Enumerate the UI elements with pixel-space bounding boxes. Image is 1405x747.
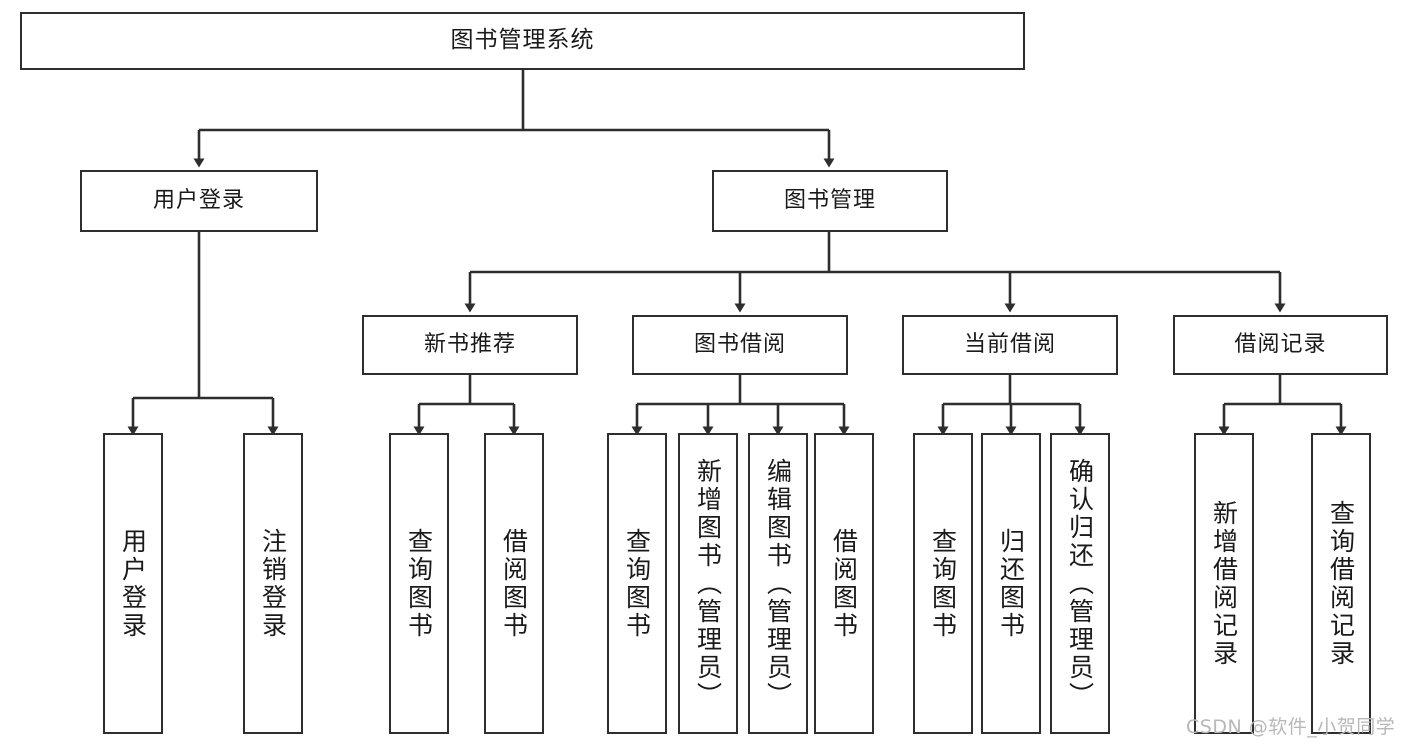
node-current-borrow-label: 当前借阅 (963, 332, 1056, 358)
node-book-manage-label: 图书管理 (783, 188, 876, 214)
node-borrow-record-label: 借阅记录 (1234, 332, 1327, 358)
leaf-confirm-return-label: 确认归还（管理员） (1065, 457, 1095, 710)
leaf-add-record[interactable]: 新增借阅记录 (1194, 433, 1254, 734)
leaf-user-logout[interactable]: 注销登录 (243, 433, 303, 734)
leaf-query-book-1[interactable]: 查询图书 (389, 433, 449, 734)
node-user-login-label: 用户登录 (152, 188, 245, 214)
leaf-user-logout-label: 注销登录 (258, 527, 288, 640)
node-book-borrow[interactable]: 图书借阅 (632, 315, 848, 375)
leaf-add-record-label: 新增借阅记录 (1209, 499, 1239, 668)
leaf-user-login-label: 用户登录 (118, 527, 148, 640)
leaf-query-book-2[interactable]: 查询图书 (607, 433, 667, 734)
leaf-query-book-3-label: 查询图书 (928, 527, 958, 640)
node-book-manage[interactable]: 图书管理 (712, 170, 948, 232)
node-user-login[interactable]: 用户登录 (80, 170, 318, 232)
node-root-system[interactable]: 图书管理系统 (20, 12, 1025, 70)
node-new-book-rec[interactable]: 新书推荐 (362, 315, 578, 375)
leaf-return-book-label: 归还图书 (996, 527, 1026, 640)
node-current-borrow[interactable]: 当前借阅 (902, 315, 1118, 375)
leaf-return-book[interactable]: 归还图书 (981, 433, 1041, 734)
leaf-query-book-2-label: 查询图书 (622, 527, 652, 640)
leaf-edit-book-label: 编辑图书（管理员） (763, 457, 793, 710)
node-borrow-record[interactable]: 借阅记录 (1173, 315, 1388, 375)
leaf-borrow-book-1-label: 借阅图书 (499, 527, 529, 640)
leaf-query-record[interactable]: 查询借阅记录 (1311, 433, 1371, 734)
leaf-add-book[interactable]: 新增图书（管理员） (678, 433, 738, 734)
leaf-query-book-3[interactable]: 查询图书 (913, 433, 973, 734)
leaf-edit-book[interactable]: 编辑图书（管理员） (748, 433, 808, 734)
leaf-borrow-book-2[interactable]: 借阅图书 (814, 433, 874, 734)
leaf-confirm-return[interactable]: 确认归还（管理员） (1050, 433, 1110, 734)
leaf-query-book-1-label: 查询图书 (404, 527, 434, 640)
node-book-borrow-label: 图书借阅 (693, 332, 786, 358)
leaf-query-record-label: 查询借阅记录 (1326, 499, 1356, 668)
leaf-borrow-book-2-label: 借阅图书 (829, 527, 859, 640)
node-new-book-rec-label: 新书推荐 (423, 332, 516, 358)
leaf-add-book-label: 新增图书（管理员） (693, 457, 723, 710)
leaf-borrow-book-1[interactable]: 借阅图书 (484, 433, 544, 734)
leaf-user-login[interactable]: 用户登录 (103, 433, 163, 734)
node-root-system-label: 图书管理系统 (450, 27, 595, 54)
